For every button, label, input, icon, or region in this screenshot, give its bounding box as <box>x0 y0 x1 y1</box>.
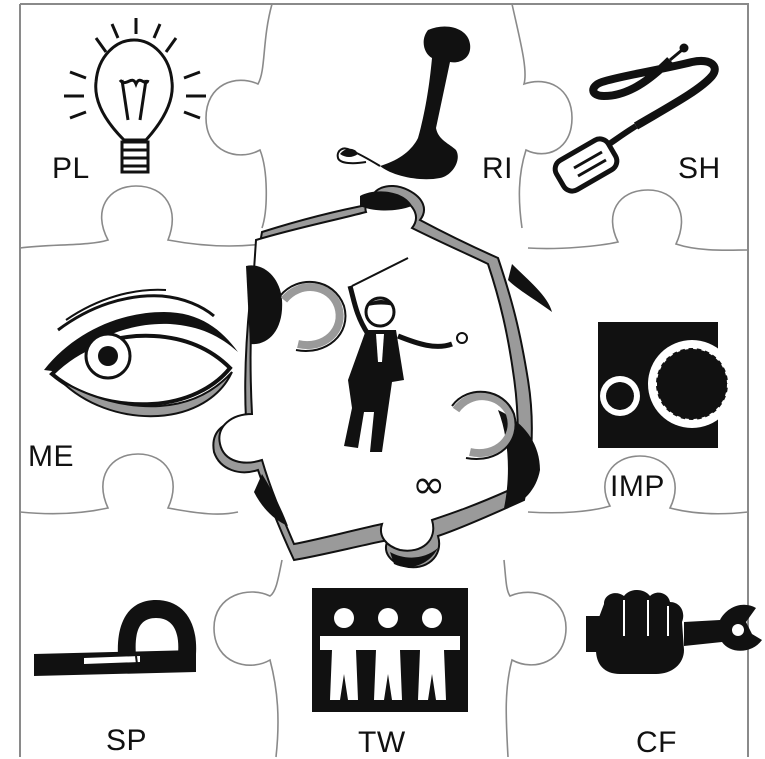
piece-label-me: ME <box>28 440 74 473</box>
piece-label-pl: PL <box>52 152 90 185</box>
piece-label-sp: SP <box>106 724 147 757</box>
piece-label-ri: RI <box>482 152 513 185</box>
piece-label-cf: CF <box>636 726 677 759</box>
piece-label-tw: TW <box>358 726 406 759</box>
gears-icon <box>598 322 736 448</box>
piece-label-imp: IMP <box>610 470 665 503</box>
piece-label-sh: SH <box>678 152 721 185</box>
people-chain-icon <box>312 588 468 712</box>
infinity-glyph: ∞ <box>412 462 445 508</box>
